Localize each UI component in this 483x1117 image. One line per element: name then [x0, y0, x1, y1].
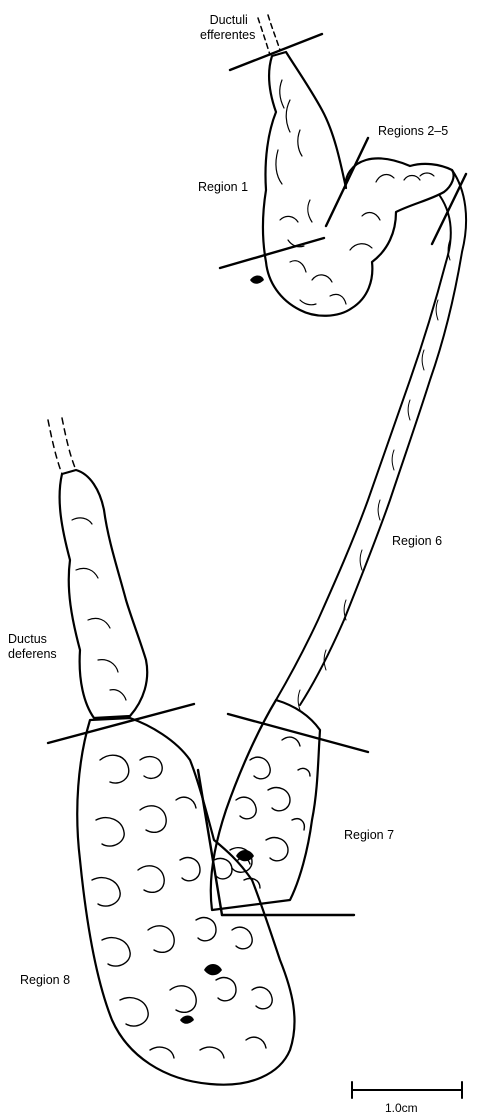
- region-6-7-cut-line: [228, 714, 368, 752]
- ductuli-line-2: efferentes: [200, 28, 255, 43]
- ductus-deferens-cut-line: [48, 704, 194, 743]
- label-ductus-deferens: Ductus deferens: [8, 632, 57, 662]
- label-regions-2-5: Regions 2–5: [378, 124, 448, 139]
- label-region-6: Region 6: [392, 534, 442, 549]
- ductus-line-1: Ductus: [8, 632, 57, 647]
- scale-bar: [352, 1082, 462, 1098]
- scale-bar-label: 1.0cm: [385, 1101, 418, 1115]
- label-region-1: Region 1: [198, 180, 248, 195]
- ductuli-efferentes-tube: [268, 15, 280, 50]
- label-ductuli-efferentes: Ductuli efferentes: [200, 13, 255, 43]
- head-texture: [276, 80, 434, 305]
- regions-2-5-divider: [326, 138, 368, 226]
- label-region-7: Region 7: [344, 828, 394, 843]
- ductus-deferens-entry: [48, 420, 62, 474]
- ductuli-line-1: Ductuli: [200, 13, 255, 28]
- ductus-deferens-outline: [60, 470, 148, 718]
- region-6-cut-top: [432, 174, 466, 244]
- label-region-8: Region 8: [20, 973, 70, 988]
- region-1-cut-line: [220, 238, 324, 268]
- region-8-outline: [77, 718, 294, 1085]
- region-1-outline: [263, 52, 454, 316]
- region-6-texture: [298, 240, 450, 710]
- ductus-line-2: deferens: [8, 647, 57, 662]
